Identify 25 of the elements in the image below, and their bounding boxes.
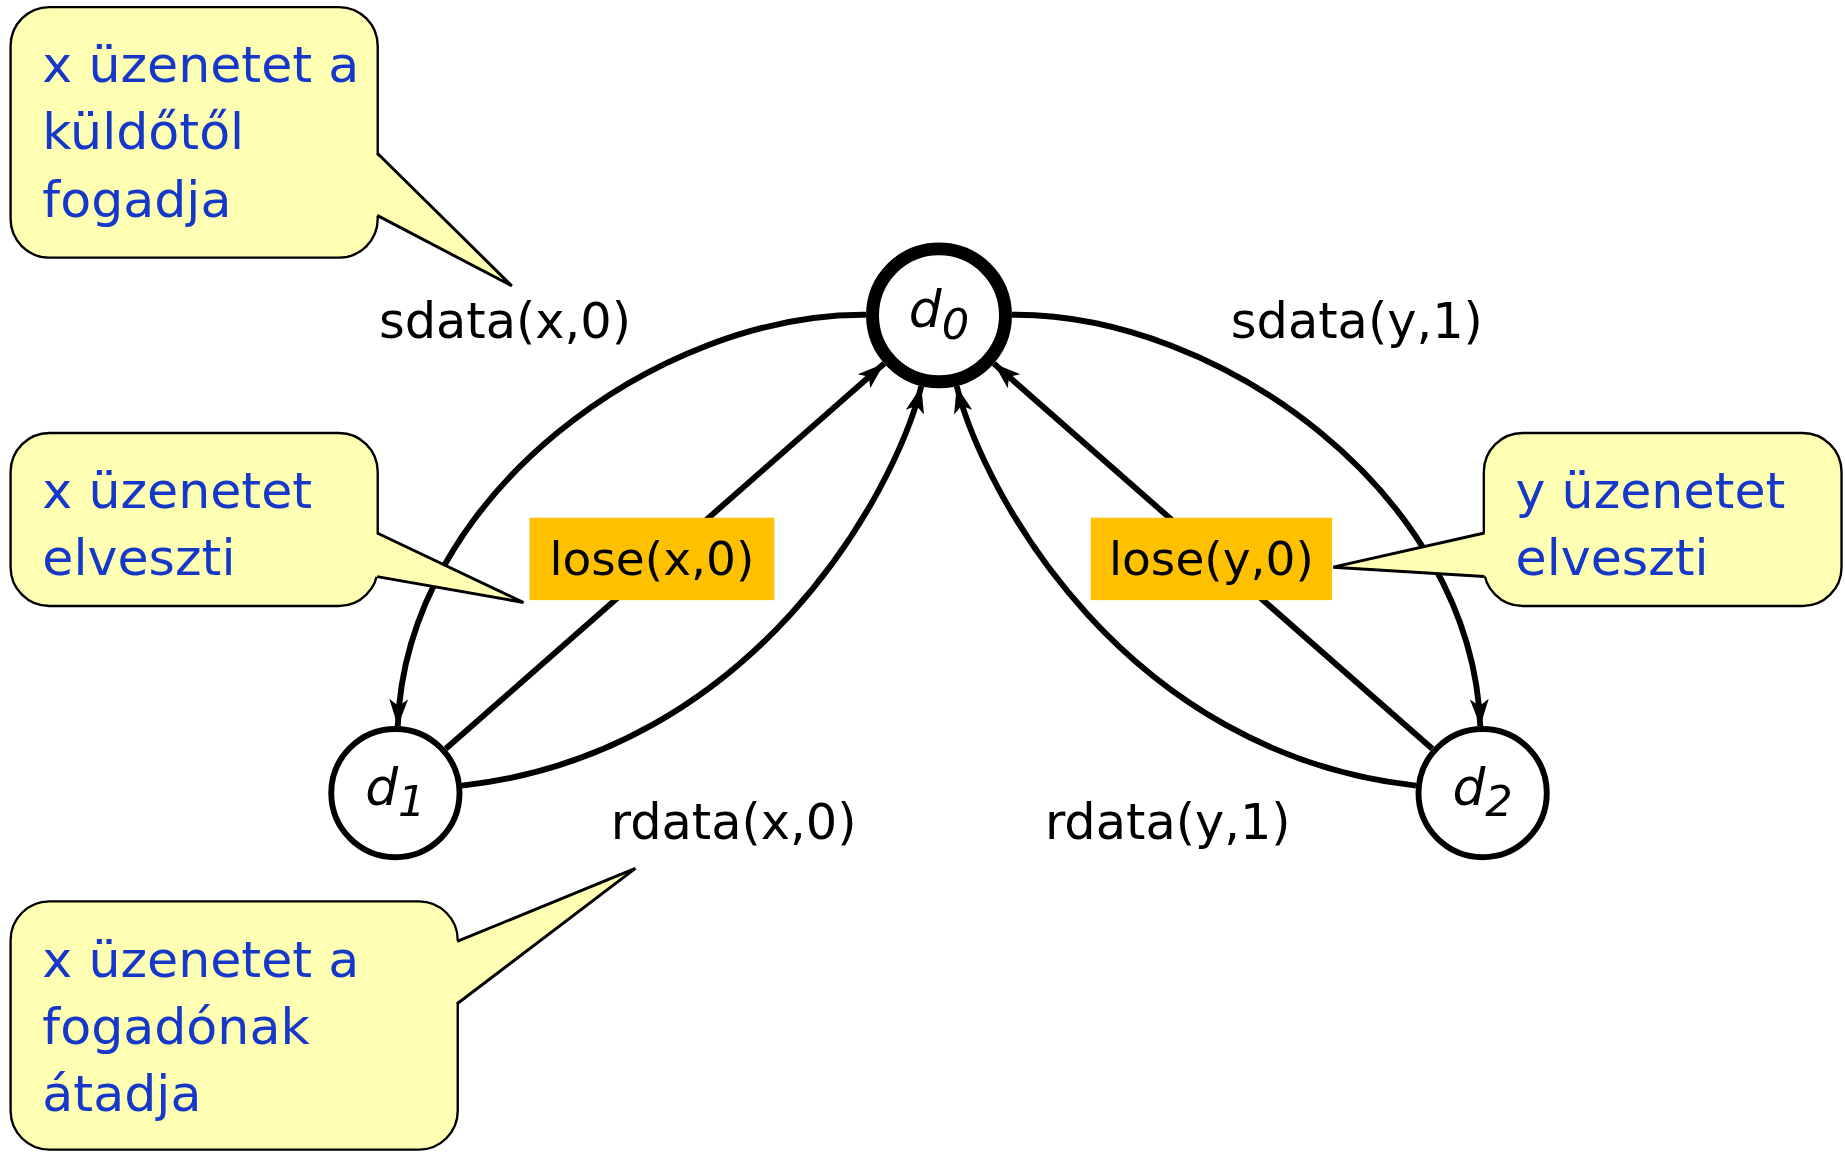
- arrow: [461, 385, 925, 789]
- callout-text: x üzenetet a küldőtől fogadja: [42, 34, 361, 231]
- callout-bubble: [9, 5, 379, 259]
- callout-bubble: [1482, 431, 1843, 608]
- leader-line: [375, 151, 514, 288]
- state-label: d$_{1}$: [365, 761, 426, 825]
- callout-text: y üzenetet elveszti: [1515, 460, 1787, 590]
- callout-text: x üzenetet elveszti: [42, 460, 314, 590]
- callout-text: x üzenetet a fogadónak átadja: [42, 928, 361, 1125]
- state-label: d$_{2}$: [1452, 761, 1513, 825]
- leader-line: [375, 531, 526, 604]
- state-label: d$_{0}$: [908, 283, 970, 347]
- leader-line: [1331, 531, 1486, 579]
- callout-bubble: [9, 431, 379, 608]
- edge-label: sdata(y,1): [1230, 296, 1483, 346]
- leader-line: [455, 866, 637, 1006]
- edge-label: sdata(x,0): [378, 296, 631, 346]
- edge-label: rdata(y,1): [1044, 797, 1291, 848]
- callout-bubble: [9, 900, 459, 1151]
- arrow: [953, 385, 1417, 789]
- edge-label: lose(x,0): [529, 517, 775, 601]
- edge-label: lose(y,0): [1090, 517, 1332, 601]
- arrow: [391, 311, 867, 727]
- edge-label: rdata(x,0): [610, 797, 857, 848]
- arrow: [1011, 311, 1487, 727]
